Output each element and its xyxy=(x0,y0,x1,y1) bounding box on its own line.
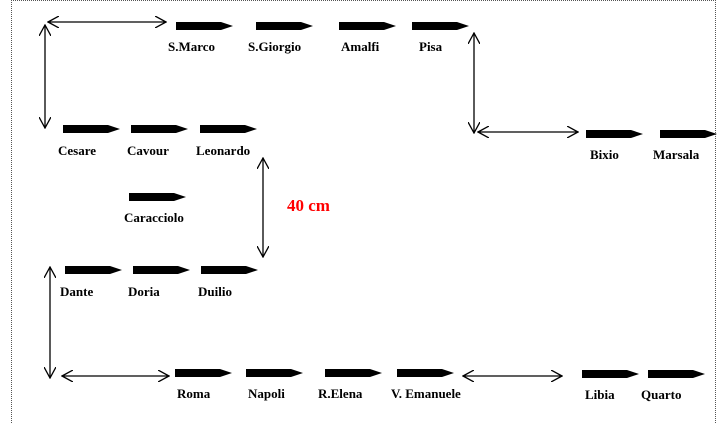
distance-label: 40 cm xyxy=(287,196,330,215)
ship-icon-cavour xyxy=(131,125,188,133)
ship-label-pisa: Pisa xyxy=(419,39,443,54)
ship-icon-amalfi xyxy=(339,22,396,30)
ship-icon-cesare xyxy=(63,125,120,133)
ship-icon-v-emanuele xyxy=(397,369,454,377)
ship-icon-marsala xyxy=(660,130,717,138)
ship-label-dante: Dante xyxy=(60,284,94,299)
ship-label-marsala: Marsala xyxy=(653,147,700,162)
ship-icon-napoli xyxy=(246,369,303,377)
ship-icon-roma xyxy=(175,369,232,377)
ship-icon-doria xyxy=(133,266,190,274)
ships-layer xyxy=(63,22,717,378)
ship-icon-quarto xyxy=(648,370,705,378)
ship-label-cesare: Cesare xyxy=(58,143,97,158)
ship-label-v-emanuele: V. Emanuele xyxy=(391,386,461,401)
ship-label-bixio: Bixio xyxy=(590,147,619,162)
ship-icon-caracciolo xyxy=(129,193,186,201)
ship-label-libia: Libia xyxy=(585,387,615,402)
arrows-layer xyxy=(45,22,578,378)
ship-icon-duilio xyxy=(201,266,258,274)
ship-label-r-elena: R.Elena xyxy=(318,386,363,401)
ship-icon-r-elena xyxy=(325,369,382,377)
ship-label-doria: Doria xyxy=(128,284,160,299)
ship-label-quarto: Quarto xyxy=(641,387,682,402)
ship-icon-leonardo xyxy=(200,125,257,133)
ship-label-amalfi: Amalfi xyxy=(341,39,380,54)
ship-icon-s-giorgio xyxy=(256,22,313,30)
ship-label-caracciolo: Caracciolo xyxy=(124,210,184,225)
ship-icon-bixio xyxy=(586,130,643,138)
ship-label-napoli: Napoli xyxy=(248,386,285,401)
ship-icon-libia xyxy=(582,370,639,378)
ship-icon-s-marco xyxy=(176,22,233,30)
ship-icon-pisa xyxy=(412,22,469,30)
ship-label-leonardo: Leonardo xyxy=(196,143,251,158)
ship-label-duilio: Duilio xyxy=(198,284,232,299)
ship-label-s-marco: S.Marco xyxy=(168,39,216,54)
ship-label-roma: Roma xyxy=(177,386,211,401)
ship-icon-dante xyxy=(65,266,122,274)
ship-label-s-giorgio: S.Giorgio xyxy=(248,39,302,54)
ship-label-cavour: Cavour xyxy=(127,143,169,158)
diagram-frame xyxy=(11,0,716,423)
